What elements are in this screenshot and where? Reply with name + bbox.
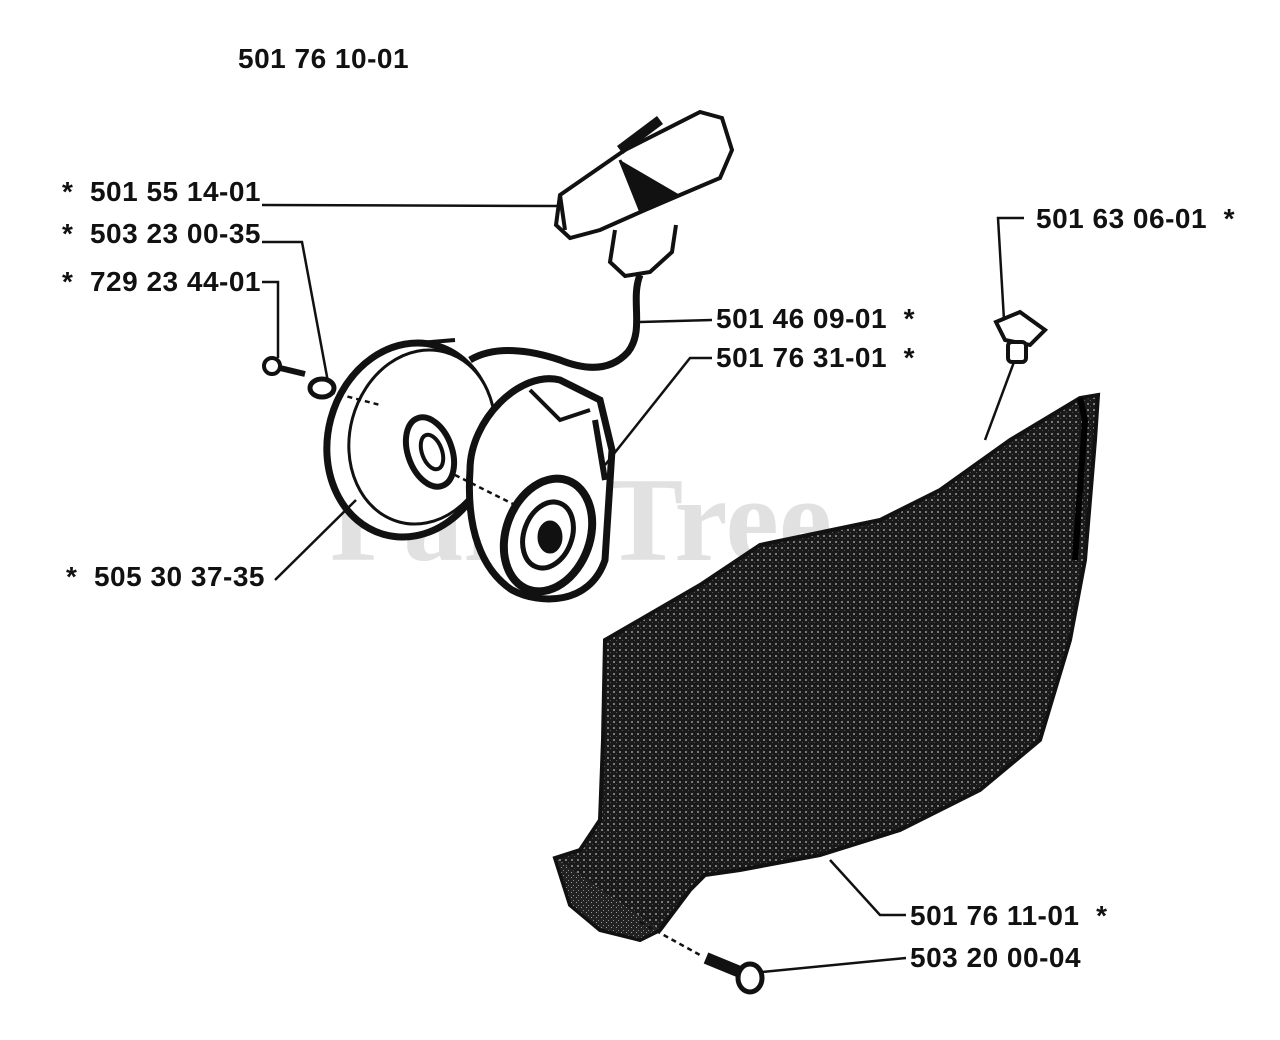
label-spring-housing-number: 501 76 31-01 xyxy=(716,342,888,373)
spring-housing xyxy=(465,375,616,603)
label-cover-screw: 503 20 00-04 xyxy=(910,944,1081,972)
label-rope-star: * xyxy=(903,303,916,334)
plug-part xyxy=(993,309,1049,364)
label-handle-star: * xyxy=(62,176,74,207)
label-cover-screw-number: 503 20 00-04 xyxy=(910,942,1082,973)
label-rope: 501 46 09-01 * xyxy=(716,305,915,333)
screw-and-washer xyxy=(262,356,337,400)
label-washer-star: * xyxy=(62,218,74,249)
label-pulley-star: * xyxy=(66,561,78,592)
label-rope-number: 501 46 09-01 xyxy=(716,303,888,334)
label-cover: 501 76 11-01 * xyxy=(910,902,1107,930)
label-washer: * 503 23 00-35 xyxy=(62,220,261,248)
leader-lines xyxy=(261,203,1024,974)
label-handle-number: 501 55 14-01 xyxy=(89,176,262,207)
starter-cover xyxy=(552,392,1101,943)
label-screw-number: 729 23 44-01 xyxy=(89,266,262,297)
label-cover-star: * xyxy=(1096,900,1108,931)
label-plug-star: * xyxy=(1223,203,1236,234)
cover-screw xyxy=(703,952,765,995)
label-plug: 501 63 06-01 * xyxy=(1036,205,1235,233)
assembly-number: 501 76 10-01 xyxy=(238,43,410,74)
label-pulley-number: 505 30 37-35 xyxy=(93,561,266,592)
label-plug-number: 501 63 06-01 xyxy=(1036,203,1208,234)
label-spring-housing-star: * xyxy=(903,342,916,373)
label-pulley: * 505 30 37-35 xyxy=(66,563,265,591)
label-cover-number: 501 76 11-01 xyxy=(910,900,1080,931)
label-spring-housing: 501 76 31-01 * xyxy=(716,344,915,372)
starter-handle xyxy=(553,109,735,279)
label-screw-star: * xyxy=(62,266,74,297)
label-washer-number: 503 23 00-35 xyxy=(89,218,262,249)
starter-rope xyxy=(468,273,644,371)
label-handle: * 501 55 14-01 xyxy=(62,178,261,206)
label-screw: * 729 23 44-01 xyxy=(62,268,261,296)
